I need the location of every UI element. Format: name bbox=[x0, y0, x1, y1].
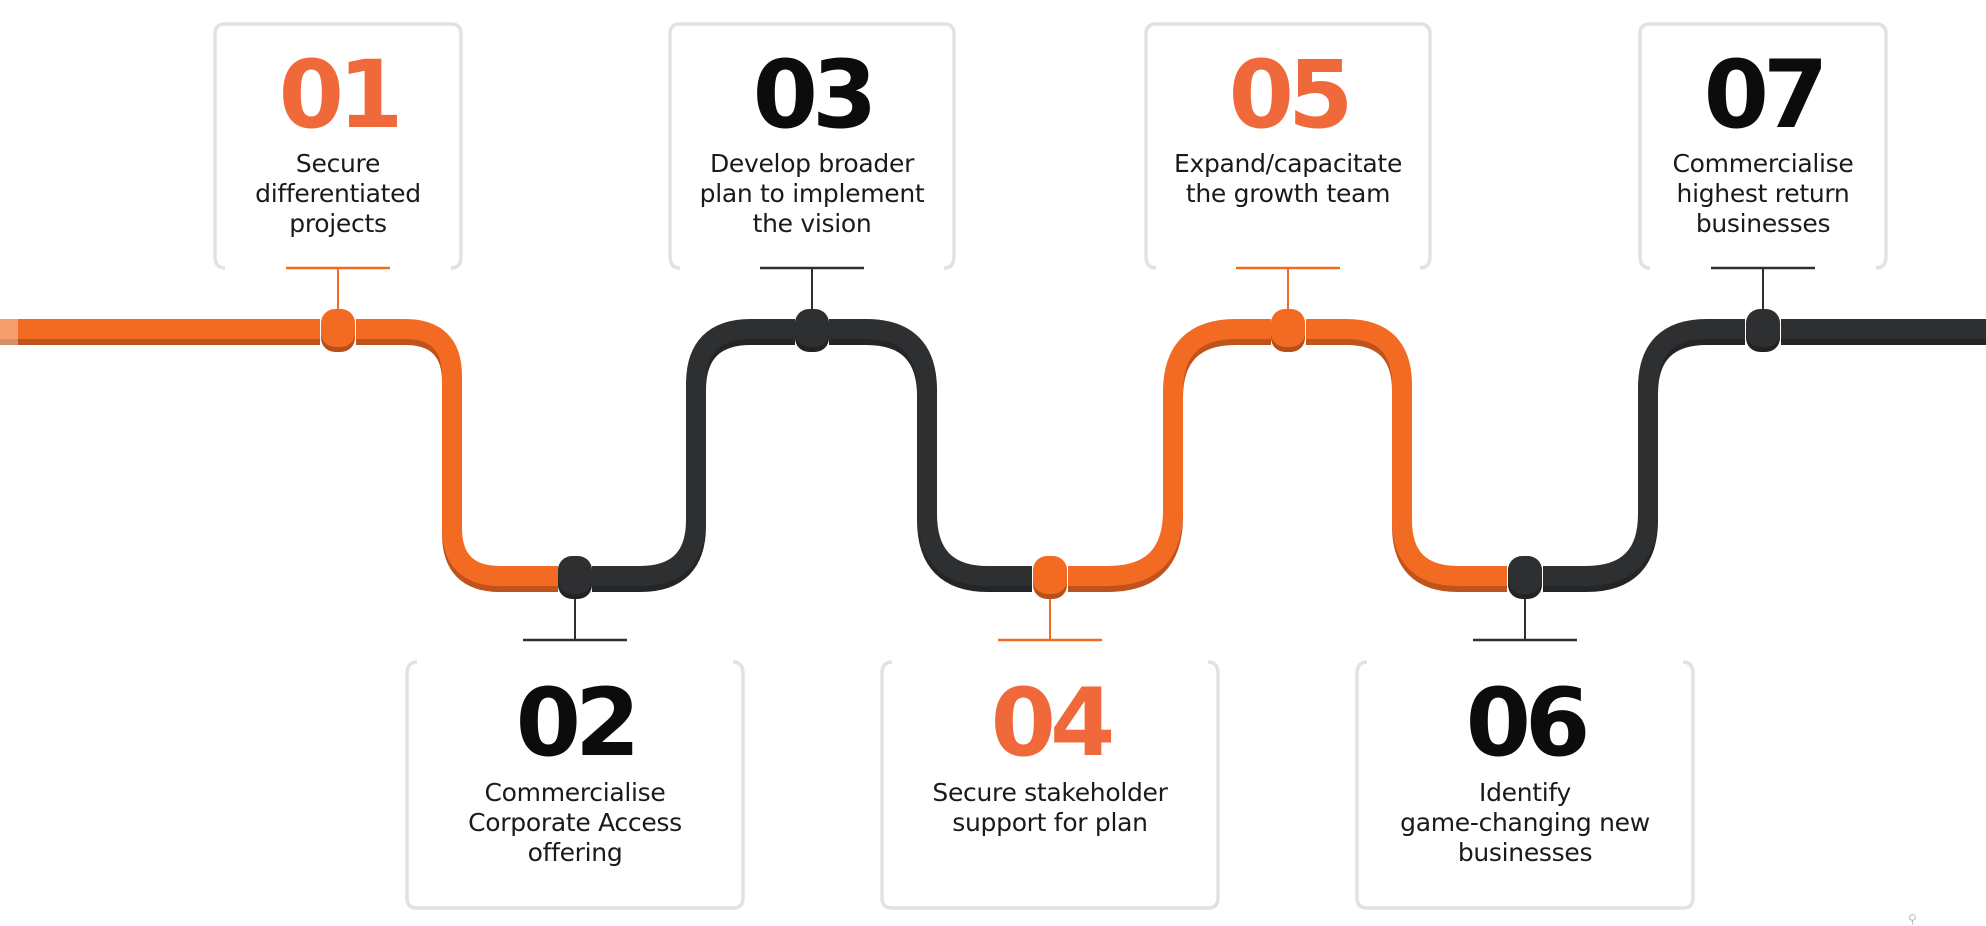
watermark-icon: ⚲ bbox=[1908, 912, 1917, 926]
step-description: Secure stakeholder support for plan bbox=[932, 778, 1168, 837]
card-frame bbox=[1638, 22, 1888, 270]
step-description: Secure differentiated projects bbox=[255, 149, 421, 238]
step-number: 04 bbox=[990, 669, 1116, 778]
road-segment-3 bbox=[829, 319, 1032, 586]
card-frame bbox=[1355, 660, 1695, 910]
road-segment-6 bbox=[1543, 319, 1745, 586]
step-node-5 bbox=[1271, 309, 1305, 347]
step-node-6 bbox=[1508, 556, 1542, 594]
card-border bbox=[1144, 22, 1432, 270]
step-number: 03 bbox=[752, 41, 878, 150]
step-node-1 bbox=[321, 309, 355, 347]
card-frame bbox=[1144, 22, 1432, 270]
step-node-2 bbox=[558, 556, 592, 594]
step-number: 02 bbox=[515, 669, 641, 778]
step-description: Develop broader plan to implement the vi… bbox=[699, 149, 925, 238]
step-card-07: 07 Commercialise highest return business… bbox=[1638, 22, 1888, 272]
road-segment-5 bbox=[1306, 319, 1507, 586]
step-description: Commercialise highest return businesses bbox=[1672, 149, 1854, 238]
road-segment-4 bbox=[1068, 319, 1271, 586]
step-node-3 bbox=[795, 309, 829, 347]
road-segment-2 bbox=[592, 319, 795, 586]
step-description: Identify game-changing new businesses bbox=[1400, 778, 1650, 867]
card-border bbox=[1638, 22, 1888, 270]
step-number: 07 bbox=[1703, 41, 1829, 150]
step-card-05: 05 Expand/capacitate the growth team bbox=[1144, 22, 1432, 272]
step-number: 05 bbox=[1228, 41, 1354, 150]
card-border bbox=[880, 660, 1220, 910]
step-node-4 bbox=[1033, 556, 1067, 594]
step-card-04: 04 Secure stakeholder support for plan bbox=[880, 660, 1220, 910]
card-border bbox=[1355, 660, 1695, 910]
step-node-7 bbox=[1746, 309, 1780, 347]
road-fade bbox=[0, 316, 18, 350]
card-frame bbox=[213, 22, 463, 270]
step-card-06: 06 Identify game-changing new businesses bbox=[1355, 660, 1695, 910]
card-border bbox=[213, 22, 463, 270]
road-segment-1 bbox=[356, 319, 558, 586]
step-card-03: 03 Develop broader plan to implement the… bbox=[668, 22, 956, 272]
step-card-02: 02 Commercialise Corporate Access offeri… bbox=[405, 660, 745, 910]
step-description: Commercialise Corporate Access offering bbox=[468, 778, 682, 867]
card-border bbox=[405, 660, 745, 910]
card-frame bbox=[880, 660, 1220, 910]
step-number: 01 bbox=[278, 41, 404, 150]
card-border bbox=[668, 22, 956, 270]
step-card-01: 01 Secure differentiated projects bbox=[213, 22, 463, 272]
step-number: 06 bbox=[1465, 669, 1591, 778]
card-frame bbox=[668, 22, 956, 270]
card-frame bbox=[405, 660, 745, 910]
step-description: Expand/capacitate the growth team bbox=[1173, 149, 1403, 208]
